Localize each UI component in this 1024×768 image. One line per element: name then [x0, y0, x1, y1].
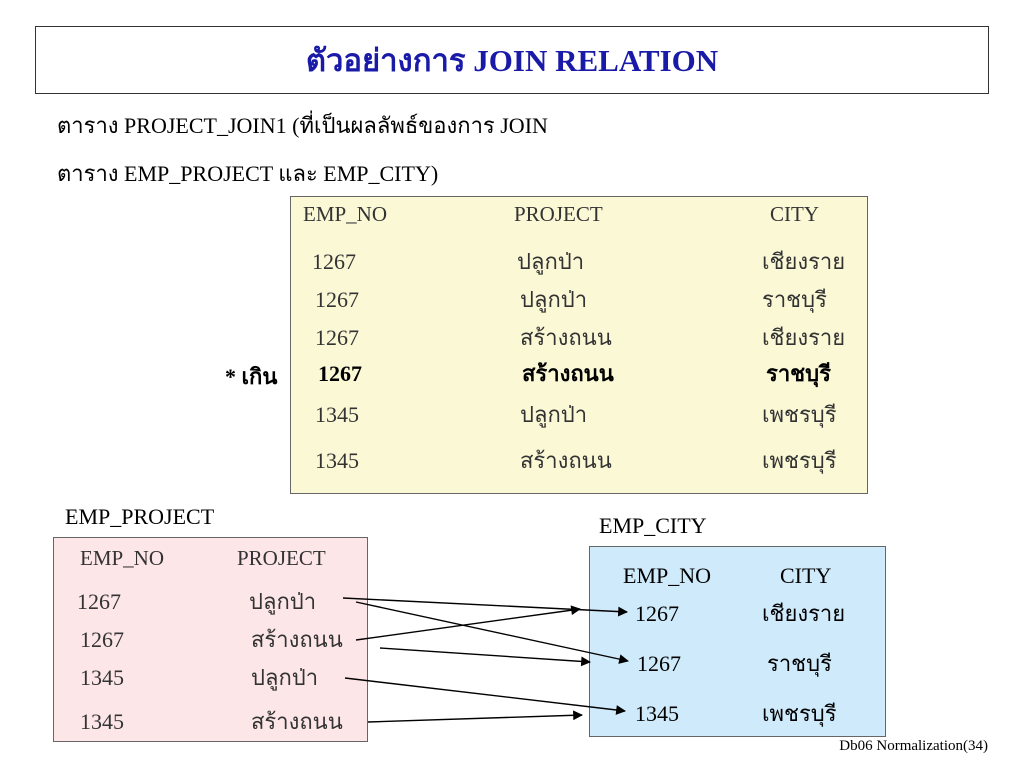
emp-city-header-city: CITY	[780, 563, 832, 588]
join-arrow	[355, 605, 581, 641]
emp-project-cell: สร้างถนน	[251, 709, 343, 734]
join-cell: ปลูกป่า	[517, 249, 585, 274]
subtitle-line-1: ตาราง PROJECT_JOIN1 (ที่เป็นผลลัพธ์ของกา…	[57, 113, 548, 138]
join-cell: สร้างถนน	[520, 448, 612, 473]
emp-city-header-emp-no: EMP_NO	[623, 563, 712, 588]
join-cell: เพชรบุรี	[762, 402, 837, 427]
join-cell: เชียงราย	[762, 325, 846, 350]
emp-city-cell: เพชรบุรี	[762, 701, 837, 726]
emp-project-cell: ปลูกป่า	[251, 665, 319, 690]
slide-footer: Db06 Normalization(34)	[839, 738, 988, 754]
project-join1-table	[290, 196, 868, 494]
join-cell-excess: สร้างถนน	[522, 361, 614, 386]
join-arrow	[379, 647, 591, 667]
emp-project-cell: 1345	[80, 665, 124, 690]
join-cell: ราชบุรี	[762, 287, 827, 312]
emp-project-cell: ปลูกป่า	[249, 589, 317, 614]
emp-city-label: EMP_CITY	[599, 513, 707, 538]
excess-row-note: * เกิน	[225, 364, 278, 389]
emp-city-cell: 1267	[635, 601, 679, 626]
join-arrow	[344, 677, 626, 715]
join-cell: เพชรบุรี	[762, 448, 837, 473]
join-arrow	[342, 597, 628, 617]
emp-project-table	[53, 537, 368, 742]
title-box: ตัวอย่างการ JOIN RELATION	[35, 26, 989, 94]
join-cell: 1345	[315, 402, 359, 427]
emp-city-cell: 1345	[635, 701, 679, 726]
emp-project-cell: 1267	[80, 627, 124, 652]
join-header-project: PROJECT	[514, 202, 603, 226]
page-title: ตัวอย่างการ JOIN RELATION	[305, 43, 719, 78]
join-arrow	[355, 601, 629, 664]
join-cell-excess: ราชบุรี	[766, 361, 831, 386]
emp-city-cell: เชียงราย	[762, 601, 846, 626]
join-header-emp-no: EMP_NO	[303, 202, 388, 226]
join-arrow	[367, 710, 583, 723]
join-cell: 1345	[315, 448, 359, 473]
emp-project-cell: สร้างถนน	[251, 627, 343, 652]
emp-project-label: EMP_PROJECT	[65, 504, 215, 529]
join-cell: เชียงราย	[762, 249, 846, 274]
emp-city-table	[589, 546, 886, 737]
emp-city-cell: 1267	[637, 651, 681, 676]
join-header-city: CITY	[770, 202, 819, 226]
join-cell: 1267	[315, 287, 359, 312]
join-cell-excess: 1267	[318, 361, 362, 386]
join-cell: 1267	[315, 325, 359, 350]
join-cell: ปลูกป่า	[520, 402, 588, 427]
emp-city-cell: ราชบุรี	[767, 651, 832, 676]
subtitle-line-2: ตาราง EMP_PROJECT และ EMP_CITY)	[57, 161, 439, 186]
emp-project-cell: 1345	[80, 709, 124, 734]
join-cell: สร้างถนน	[520, 325, 612, 350]
emp-project-header-emp-no: EMP_NO	[80, 546, 165, 570]
join-cell: ปลูกป่า	[520, 287, 588, 312]
join-cell: 1267	[312, 249, 356, 274]
emp-project-cell: 1267	[77, 589, 121, 614]
emp-project-header-project: PROJECT	[237, 546, 326, 570]
